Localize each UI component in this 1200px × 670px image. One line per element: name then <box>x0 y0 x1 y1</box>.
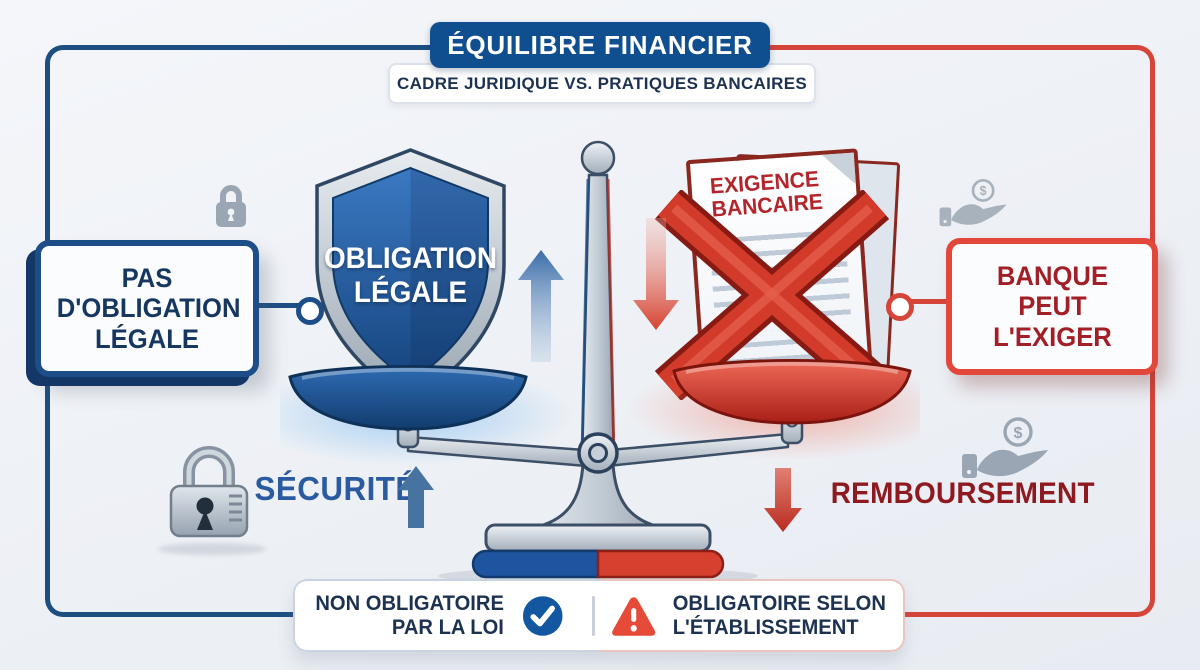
cross-x-icon <box>654 190 890 400</box>
folded-corner <box>820 151 857 188</box>
hand-coin-icon: $ <box>939 179 1007 227</box>
small-down-arrow-icon <box>764 468 802 532</box>
callout-left-text: PAS D'OBLIGATION LÉGALE <box>56 263 241 354</box>
shield-label: OBLIGATION LÉGALE <box>323 242 498 309</box>
currency-symbol-large: $ <box>1014 425 1023 442</box>
padlock-icon <box>169 446 249 538</box>
up-arrow-icon <box>518 250 564 362</box>
banner-border-left <box>293 579 599 652</box>
page-subtitle: CADRE JURIDIQUE VS. PRATIQUES BANCAIRES <box>397 73 807 93</box>
title-banner: ÉQUILIBRE FINANCIER <box>430 22 770 68</box>
padlock-shadow <box>158 543 266 555</box>
page-title: ÉQUILIBRE FINANCIER <box>447 29 753 60</box>
callout-bank-can-require: BANQUE PEUT L'EXIGER <box>946 238 1158 375</box>
badge-right-text: OBLIGATOIRE SELON L'ÉTABLISSEMENT <box>672 591 886 639</box>
callout-no-legal-obligation: PAS D'OBLIGATION LÉGALE <box>35 240 259 377</box>
lock-icon <box>216 185 246 227</box>
currency-symbol: $ <box>980 184 987 198</box>
shield-icon: OBLIGATION LÉGALE <box>308 146 513 408</box>
bottom-banner: NON OBLIGATOIRE PAR LA LOI OBLIGATOIRE S… <box>293 579 905 652</box>
connector-line-left <box>258 303 300 308</box>
remboursement-label: REMBOURSEMENT <box>830 477 1095 510</box>
connector-dot-right <box>886 293 914 321</box>
badge-left-text: NON OBLIGATOIRE PAR LA LOI <box>315 591 504 639</box>
warning-triangle-icon <box>611 596 655 636</box>
hand-coin-icon-large: $ <box>962 417 1048 478</box>
connector-dot-left <box>296 297 324 325</box>
banner-divider <box>591 595 595 636</box>
down-arrow-icon <box>633 218 679 330</box>
security-label: SÉCURITÉ <box>254 470 417 507</box>
callout-right-text: BANQUE PEUT L'EXIGER <box>992 261 1112 352</box>
subtitle-box: CADRE JURIDIQUE VS. PRATIQUES BANCAIRES <box>388 63 816 104</box>
banner-border-right <box>599 579 905 652</box>
check-circle-icon <box>523 595 563 636</box>
small-up-arrow-icon <box>398 466 434 528</box>
connector-line-right <box>904 299 948 304</box>
